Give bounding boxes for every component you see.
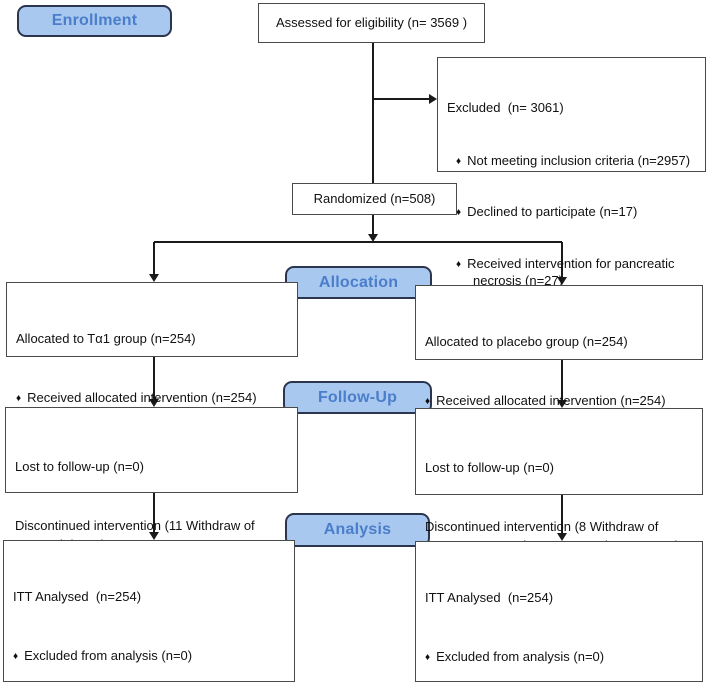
diamond-bullet-icon: ♦ [456,207,462,219]
allocation-left-bullet: ♦Received allocated intervention (n=254) [16,389,257,405]
connector-split-to-alloc-left [153,242,155,276]
excluded-bullet: ♦Not meeting inclusion criteria (n=2957) [456,152,691,168]
analysis-right-itt-bullet: ♦Excluded from analysis (n=0) [425,648,605,664]
stage-label-followup: Follow-Up [283,381,432,414]
connector-followup-to-analysis-left [153,493,155,534]
diamond-bullet-icon: ♦ [425,651,431,663]
allocation-left-box: Allocated to Tα1 group (n=254) ♦Received… [6,282,298,463]
excluded-bullet: ♦Received intervention for pancreatic ne… [456,255,679,288]
connector-assessed-to-randomized [372,43,374,183]
arrowhead-alloc-right [557,277,567,285]
stage-label-enrollment: Enrollment [17,5,172,37]
connector-randomized-to-split [372,215,374,236]
allocation-right-bullet: ♦Received allocated intervention (n=254) [425,392,666,408]
stage-label-allocation: Allocation [285,266,432,299]
analysis-right-itt-title: ITT Analysed (n=254) [425,590,554,605]
followup-left-line1: Lost to follow-up (n=0) [15,459,144,474]
randomized-box: Randomized (n=508) [292,183,457,215]
connector-alloc-to-followup-left [153,357,155,401]
diamond-bullet-icon: ♦ [456,258,462,270]
analysis-left-itt-title: ITT Analysed (n=254) [13,589,142,604]
arrowhead-analysis-right [557,533,567,541]
analysis-left-itt-bullet: ♦Excluded from analysis (n=0) [13,647,193,663]
diamond-bullet-icon: ♦ [456,155,462,167]
arrowhead-alloc-left [149,274,159,282]
diamond-bullet-icon: ♦ [13,650,19,662]
assessed-box: Assessed for eligibility (n= 3569 ) [258,3,485,43]
followup-left-box: Lost to follow-up (n=0) Discontinued int… [5,407,298,552]
allocation-right-box: Allocated to placebo group (n=254) ♦Rece… [415,285,703,466]
randomized-text: Randomized (n=508) [313,191,436,207]
connector-to-excluded [373,98,430,100]
assessed-text: Assessed for eligibility (n= 3569 ) [275,15,468,31]
connector-alloc-to-followup-right [561,360,563,402]
analysis-left-box: ITT Analysed (n=254) ♦Excluded from anal… [3,540,295,682]
arrowhead-analysis-left [149,532,159,540]
analysis-right-box: ITT Analysed (n=254) ♦Excluded from anal… [415,541,703,682]
allocation-right-title: Allocated to placebo group (n=254) [425,334,628,349]
excluded-box: Excluded (n= 3061) ♦Not meeting inclusio… [437,57,706,339]
connector-followup-to-analysis-right [561,495,563,535]
connector-split-bar [154,241,562,243]
connector-split-to-alloc-right [561,242,563,279]
arrowhead-split [368,234,378,242]
diamond-bullet-icon: ♦ [425,395,431,407]
followup-right-box: Lost to follow-up (n=0) Discontinued int… [415,408,703,573]
diamond-bullet-icon: ♦ [16,392,22,404]
arrowhead-excluded [429,94,437,104]
allocation-left-title: Allocated to Tα1 group (n=254) [16,331,196,346]
arrowhead-followup-left [149,399,159,407]
stage-label-analysis: Analysis [285,513,430,547]
followup-right-line1: Lost to follow-up (n=0) [425,460,554,475]
arrowhead-followup-right [557,400,567,408]
excluded-title: Excluded (n= 3061) [447,100,564,116]
excluded-bullet: ♦Declined to participate (n=17) [456,204,638,220]
